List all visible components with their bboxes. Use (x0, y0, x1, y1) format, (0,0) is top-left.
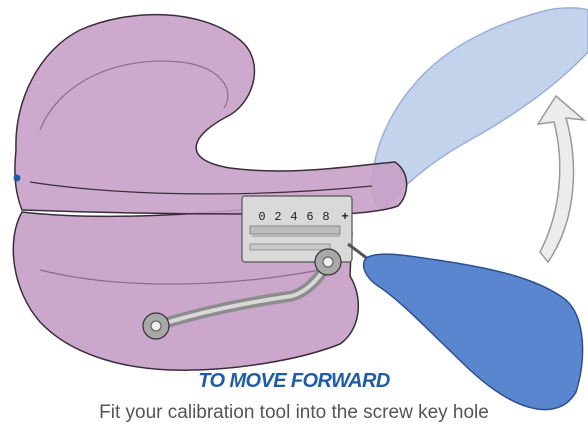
scale-digit: 0 (258, 210, 265, 224)
scale-digit: 6 (306, 210, 313, 224)
instruction-heading: TO MOVE FORWARD (0, 370, 588, 393)
scale-digit: 2 (274, 210, 281, 224)
reference-dot (14, 175, 21, 182)
ball-joint-rear (315, 249, 341, 275)
ball-joint-front (143, 313, 169, 339)
scale-digit: 4 (290, 210, 297, 224)
mouthguard-upper-tray (15, 15, 407, 215)
scale-symbol: + (341, 209, 348, 223)
instruction-body: Fit your calibration tool into the screw… (0, 402, 588, 424)
rotation-arrow-icon (538, 96, 584, 262)
scale-digit: 8 (322, 210, 329, 224)
